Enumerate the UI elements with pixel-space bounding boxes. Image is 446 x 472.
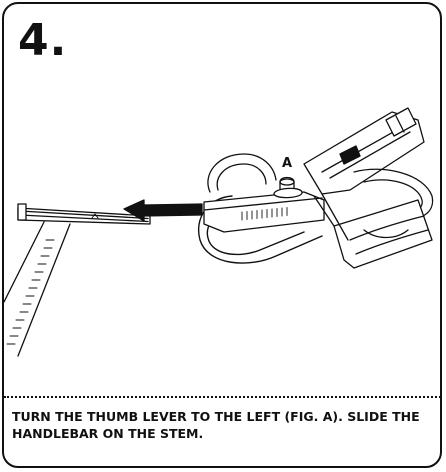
instruction-card: 4. [2, 2, 442, 468]
callout-label-a: A [282, 156, 292, 171]
stem-rail [4, 203, 151, 357]
assembly-illustration: A [4, 107, 434, 357]
instruction-text: TURN THE THUMB LEVER TO THE LEFT (FIG. A… [12, 409, 420, 441]
direction-arrow [123, 199, 203, 222]
handlebar-assembly [198, 107, 434, 269]
step-number: 4. [18, 15, 68, 66]
dotted-divider [4, 396, 440, 398]
